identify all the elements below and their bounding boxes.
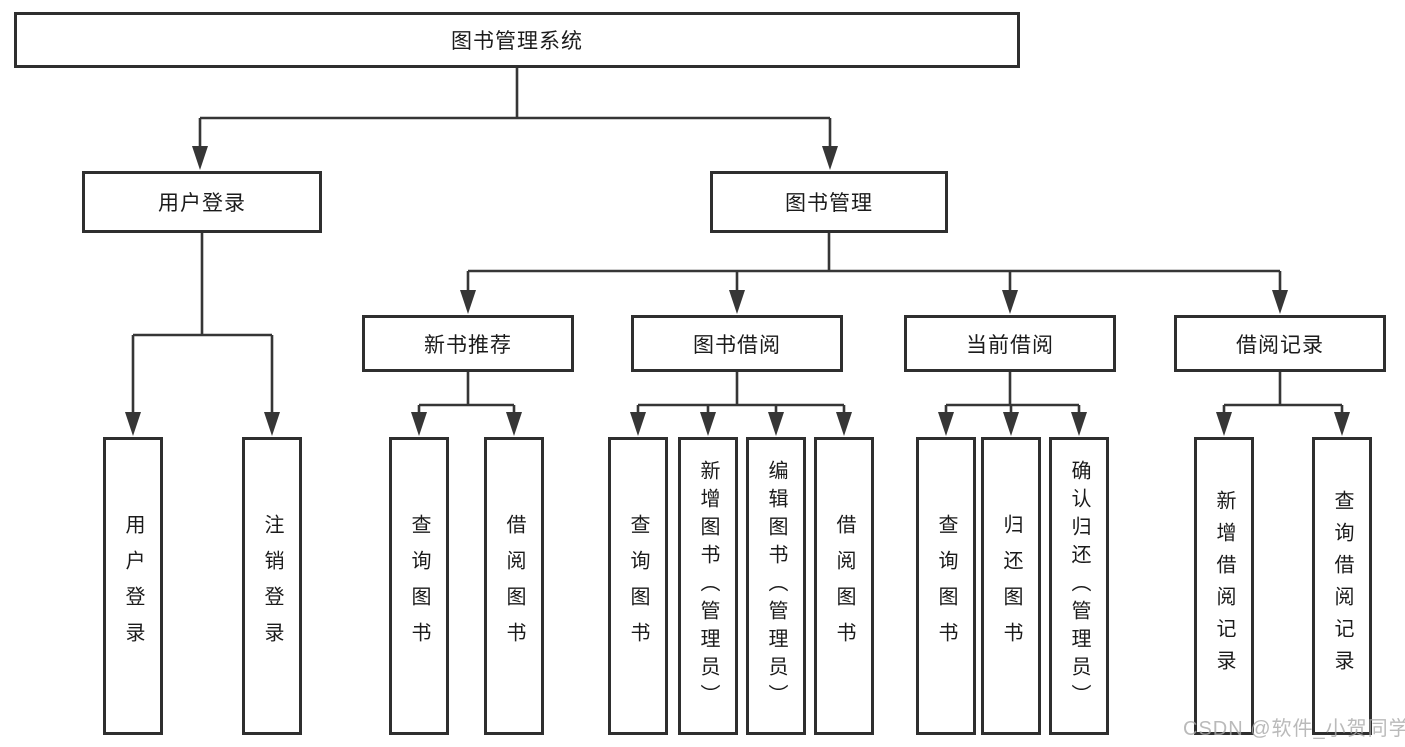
leaf-query-books-current-label: 查询图书	[935, 514, 957, 658]
node-new-book-recommend: 新书推荐	[362, 315, 574, 372]
leaf-borrow-books: 借阅图书	[814, 437, 874, 735]
leaf-add-book-admin-label: 新增图书（管理员）	[697, 460, 719, 712]
leaf-query-borrow-record-label: 查询借阅记录	[1331, 490, 1353, 682]
node-borrow-records: 借阅记录	[1174, 315, 1386, 372]
leaf-logout: 注销登录	[242, 437, 302, 735]
leaf-borrow-books-label: 借阅图书	[833, 514, 855, 658]
node-current-borrowing-label: 当前借阅	[966, 333, 1054, 357]
leaf-query-borrow-record: 查询借阅记录	[1312, 437, 1372, 735]
node-borrow-records-label: 借阅记录	[1236, 333, 1324, 357]
leaf-edit-book-admin: 编辑图书（管理员）	[746, 437, 806, 735]
leaf-user-login-label: 用户登录	[122, 514, 144, 658]
node-current-borrowing: 当前借阅	[904, 315, 1116, 372]
leaf-confirm-return-admin: 确认归还（管理员）	[1049, 437, 1109, 735]
leaf-return-book-label: 归还图书	[1000, 514, 1022, 658]
node-root-system: 图书管理系统	[14, 12, 1020, 68]
leaf-query-books-borrowing: 查询图书	[608, 437, 668, 735]
leaf-confirm-return-admin-label: 确认归还（管理员）	[1068, 460, 1090, 712]
leaf-add-borrow-record: 新增借阅记录	[1194, 437, 1254, 735]
node-book-borrowing: 图书借阅	[631, 315, 843, 372]
csdn-watermark: CSDN @软件_小贺同学	[1183, 718, 1405, 740]
leaf-logout-label: 注销登录	[261, 514, 283, 658]
leaf-add-borrow-record-label: 新增借阅记录	[1213, 490, 1235, 682]
node-book-management: 图书管理	[710, 171, 948, 233]
node-user-login: 用户登录	[82, 171, 322, 233]
node-book-borrowing-label: 图书借阅	[693, 333, 781, 357]
leaf-borrow-books-recommend-label: 借阅图书	[503, 514, 525, 658]
leaf-add-book-admin: 新增图书（管理员）	[678, 437, 738, 735]
node-book-management-label: 图书管理	[785, 192, 873, 215]
leaf-user-login: 用户登录	[103, 437, 163, 735]
leaf-borrow-books-recommend: 借阅图书	[484, 437, 544, 735]
leaf-edit-book-admin-label: 编辑图书（管理员）	[765, 460, 787, 712]
node-new-book-recommend-label: 新书推荐	[424, 333, 512, 357]
node-user-login-label: 用户登录	[158, 192, 246, 215]
leaf-query-books-current: 查询图书	[916, 437, 976, 735]
leaf-query-books-recommend-label: 查询图书	[408, 514, 430, 658]
node-root-label: 图书管理系统	[451, 30, 583, 53]
leaf-query-books-recommend: 查询图书	[389, 437, 449, 735]
leaf-query-books-borrowing-label: 查询图书	[627, 514, 649, 658]
leaf-return-book: 归还图书	[981, 437, 1041, 735]
